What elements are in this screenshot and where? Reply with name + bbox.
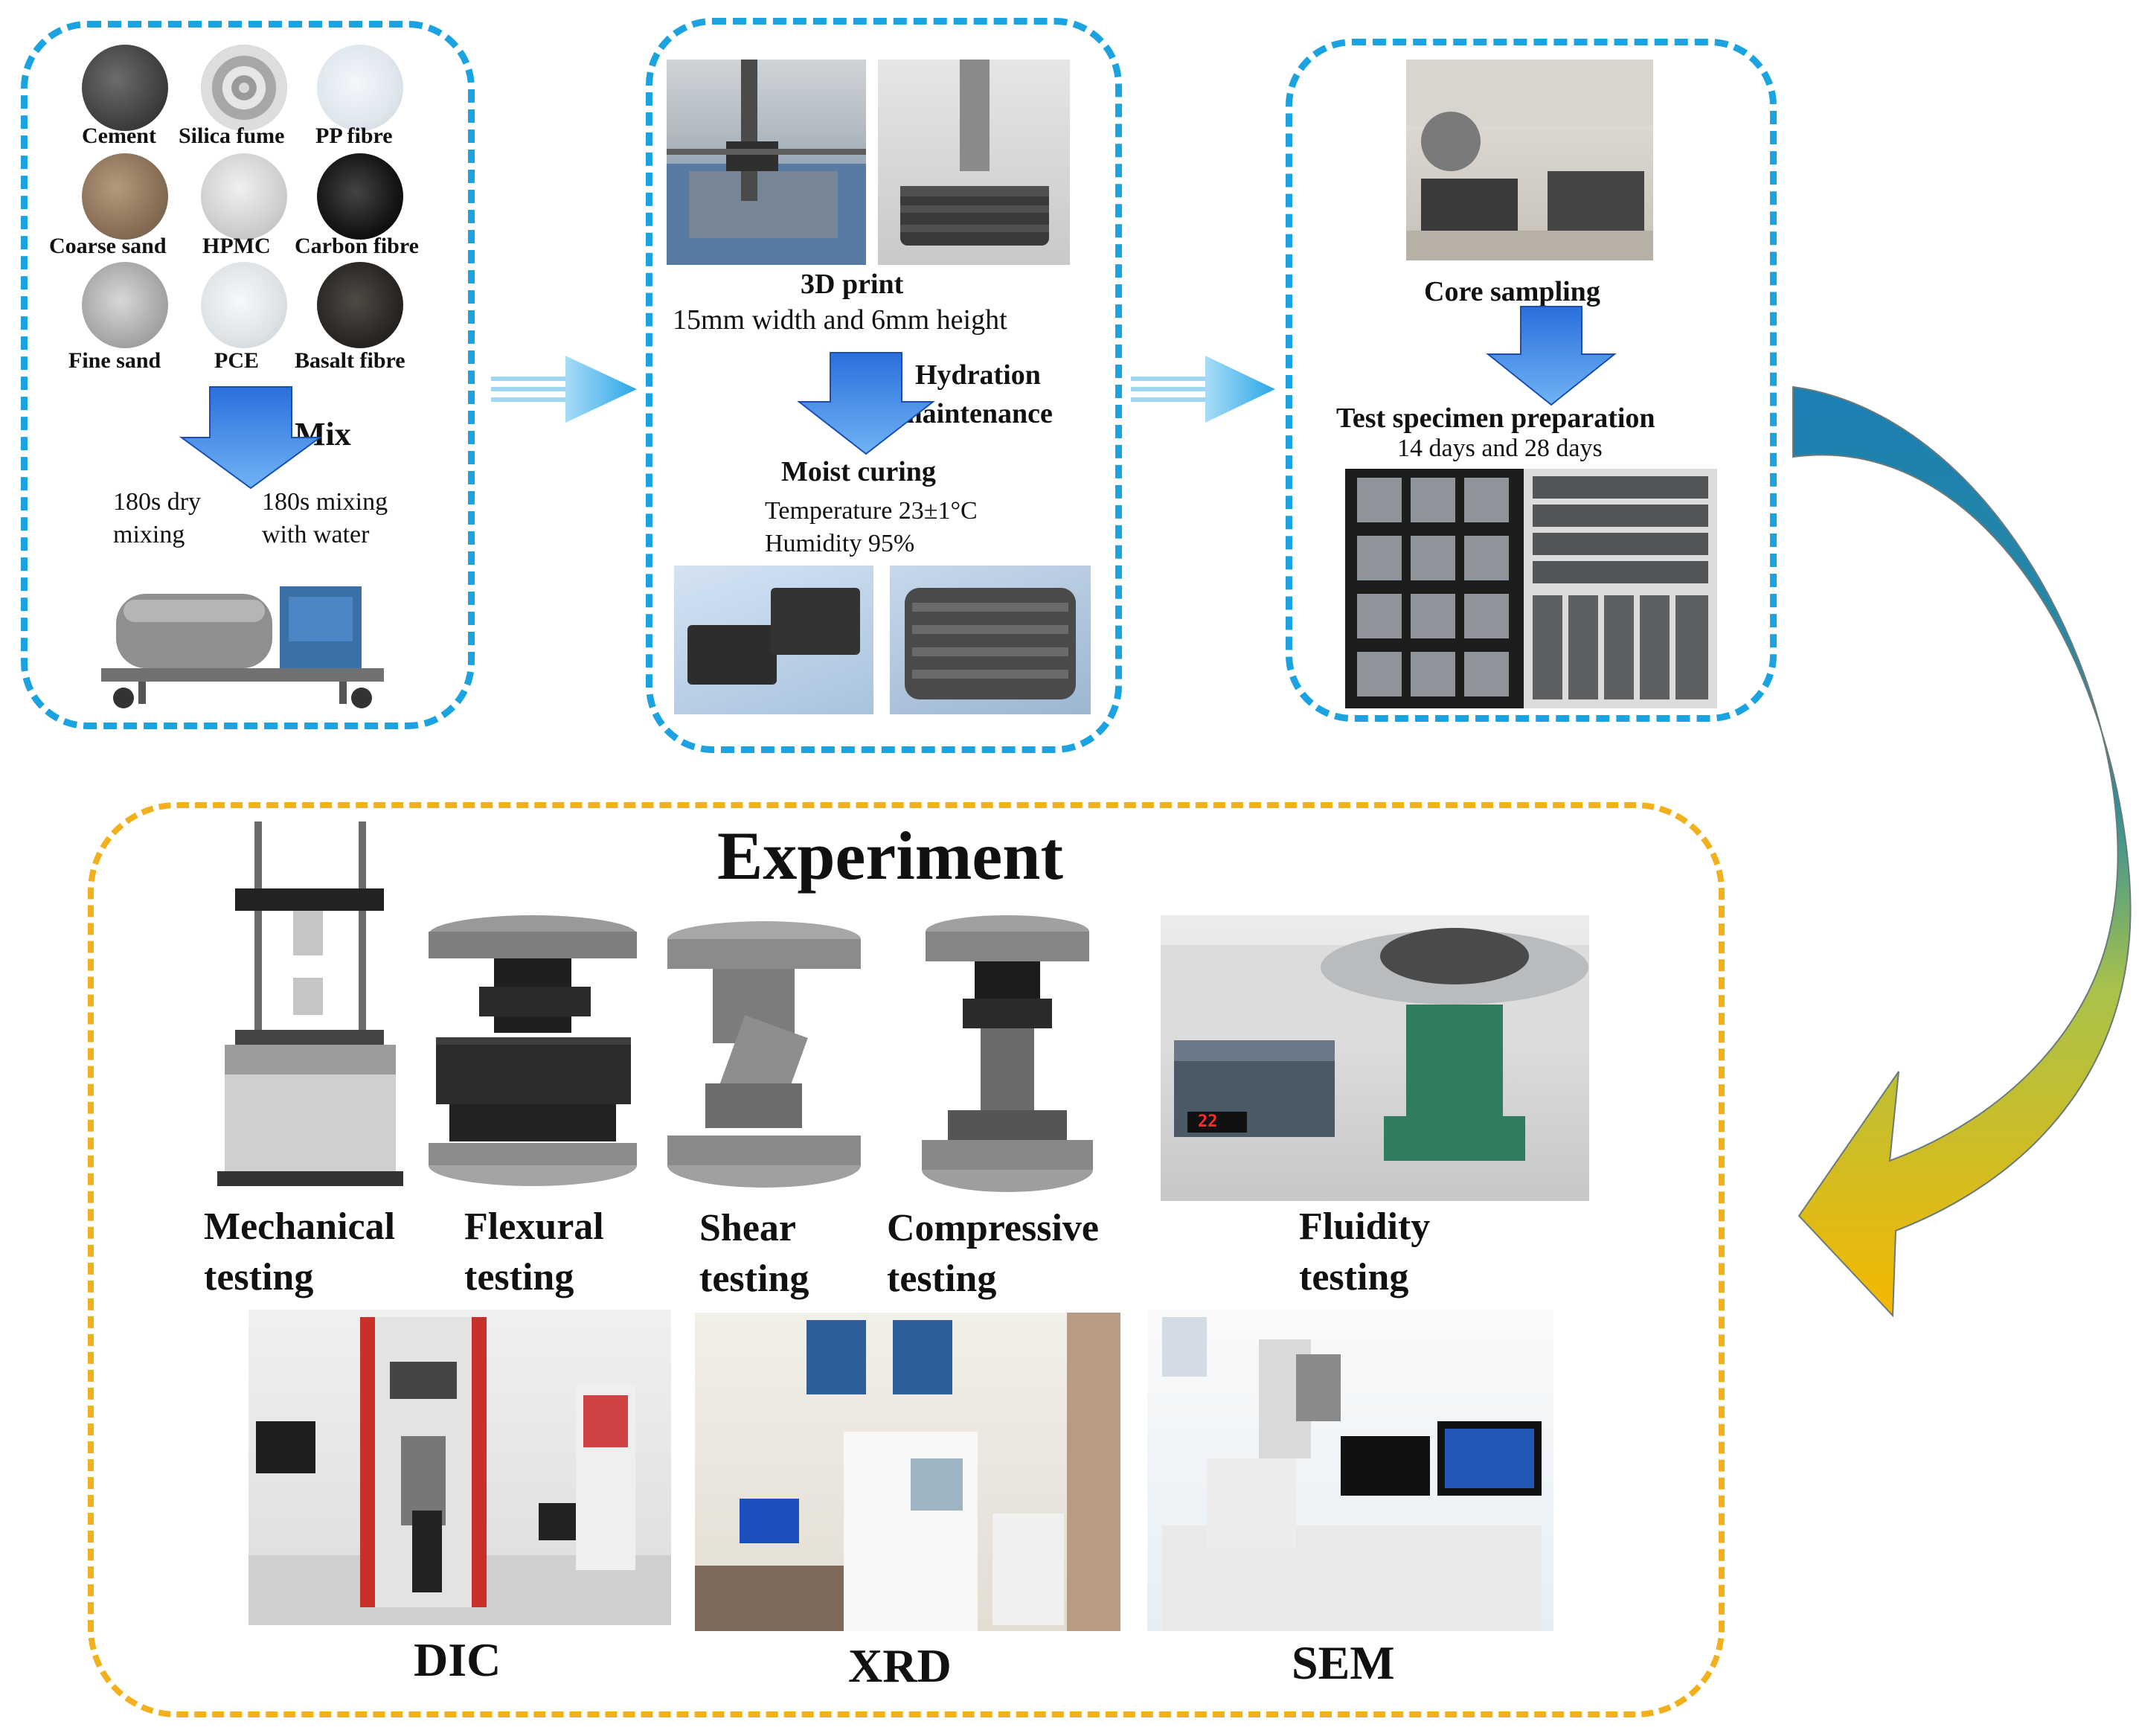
mechanical-testing-label-1: Mechanical: [204, 1205, 396, 1248]
shear-testing-fixture-image: [661, 920, 868, 1195]
printing-panel: [646, 18, 1122, 753]
prism-specimens-image: [1524, 469, 1717, 708]
shear-testing-label-2: testing: [699, 1258, 809, 1300]
core-sampling-down-arrow: [1486, 306, 1617, 406]
printed-layers-image: [878, 60, 1070, 265]
experiment-title: Experiment: [717, 818, 1064, 894]
core-sampling-image: [1406, 60, 1653, 260]
xrd-label: XRD: [848, 1639, 952, 1692]
pce-sample-image: [201, 262, 287, 348]
cube-specimens-image: [1345, 469, 1524, 708]
dry-mixing-line1: 180s dry: [113, 488, 202, 516]
process-curve-arrow: [1792, 385, 2132, 1318]
flexural-testing-label-1: Flexural: [464, 1205, 604, 1248]
basalt-fibre-sample-image: [317, 262, 403, 348]
material-label-hpmc: HPMC: [202, 234, 271, 258]
hydration-line1: Hydration: [915, 359, 1041, 391]
mechanical-testing-machine-image: [210, 821, 409, 1192]
xrd-instrument-image: [695, 1313, 1120, 1631]
material-label-cement: Cement: [82, 124, 156, 148]
mechanical-testing-label-2: testing: [204, 1256, 314, 1298]
mixer-machine-image: [94, 564, 406, 713]
fluidity-testing-label-1: Fluidity: [1299, 1205, 1431, 1248]
material-label-coarse-sand: Coarse sand: [49, 234, 167, 258]
sem-label: SEM: [1292, 1636, 1395, 1689]
right-arrow-1: [491, 356, 637, 423]
material-label-silica-fume: Silica fume: [179, 124, 285, 148]
curing-temperature: Temperature 23±1°C: [765, 497, 978, 525]
specimen-prep-days: 14 days and 28 days: [1397, 435, 1603, 462]
flexural-testing-label-2: testing: [464, 1256, 574, 1298]
sampling-panel: [1286, 39, 1777, 722]
dic-label: DIC: [414, 1633, 501, 1686]
dry-mixing-line2: mixing: [113, 521, 185, 548]
cement-sample-image: [82, 45, 168, 131]
fluidity-display-value: 22: [1198, 1112, 1218, 1131]
compressive-testing-label-2: testing: [887, 1258, 997, 1300]
flexural-testing-fixture-image: [427, 912, 638, 1195]
hpmc-sample-image: [201, 153, 287, 240]
water-mixing-line1: 180s mixing: [262, 488, 388, 516]
mix-down-arrow: [179, 386, 323, 490]
right-arrow-2: [1131, 356, 1275, 423]
fine-sand-sample-image: [82, 262, 168, 348]
compressive-testing-fixture-image: [918, 912, 1097, 1199]
moist-curing-title: Moist curing: [781, 456, 936, 487]
material-label-pce: PCE: [214, 348, 259, 373]
specimen-prep-title: Test specimen preparation: [1336, 403, 1655, 434]
material-label-fine-sand: Fine sand: [68, 348, 161, 373]
shear-testing-label-1: Shear: [699, 1207, 796, 1249]
pp-fibre-sample-image: [317, 45, 403, 131]
hydration-down-arrow: [797, 352, 935, 455]
compressive-testing-label-1: Compressive: [887, 1207, 1100, 1249]
carbon-fibre-sample-image: [317, 153, 403, 240]
material-label-carbon-fibre: Carbon fibre: [295, 234, 419, 258]
materials-panel: [21, 21, 475, 729]
print-dimensions: 15mm width and 6mm height: [673, 304, 1007, 336]
printing-process-image: [667, 60, 866, 265]
cured-specimen-image-1: [674, 566, 873, 714]
curing-humidity: Humidity 95%: [765, 530, 915, 557]
dic-system-image: [248, 1310, 671, 1625]
core-sampling-label: Core sampling: [1424, 276, 1600, 307]
fluidity-testing-label-2: testing: [1299, 1256, 1409, 1298]
sem-instrument-image: [1147, 1310, 1553, 1631]
silica-fume-sample-image: [201, 45, 287, 131]
experiment-panel: [88, 802, 1725, 1717]
material-label-pp-fibre: PP fibre: [315, 124, 393, 148]
material-label-basalt-fibre: Basalt fibre: [295, 348, 405, 373]
water-mixing-line2: with water: [262, 521, 370, 548]
print-title: 3D print: [801, 269, 904, 300]
cured-specimen-image-2: [890, 566, 1091, 714]
fluidity-testing-table-image: [1161, 915, 1589, 1201]
coarse-sand-sample-image: [82, 153, 168, 240]
